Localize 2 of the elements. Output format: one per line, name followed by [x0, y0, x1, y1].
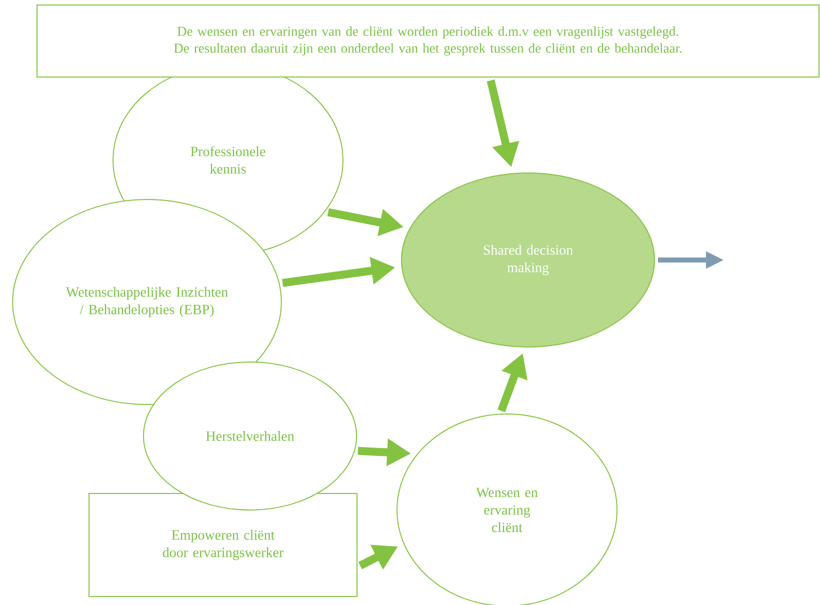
text-box: De wensen en ervaringen van de cliënt worden periodiek d.m.v een vragenlijst vastgelegd. De resultaten daaruit zijn een onderdeel van het gesprek tussen de cliënt en de behandelaar. — [36, 4, 820, 78]
text-box: Empoweren cliënt door ervaringswerker — [88, 492, 358, 597]
